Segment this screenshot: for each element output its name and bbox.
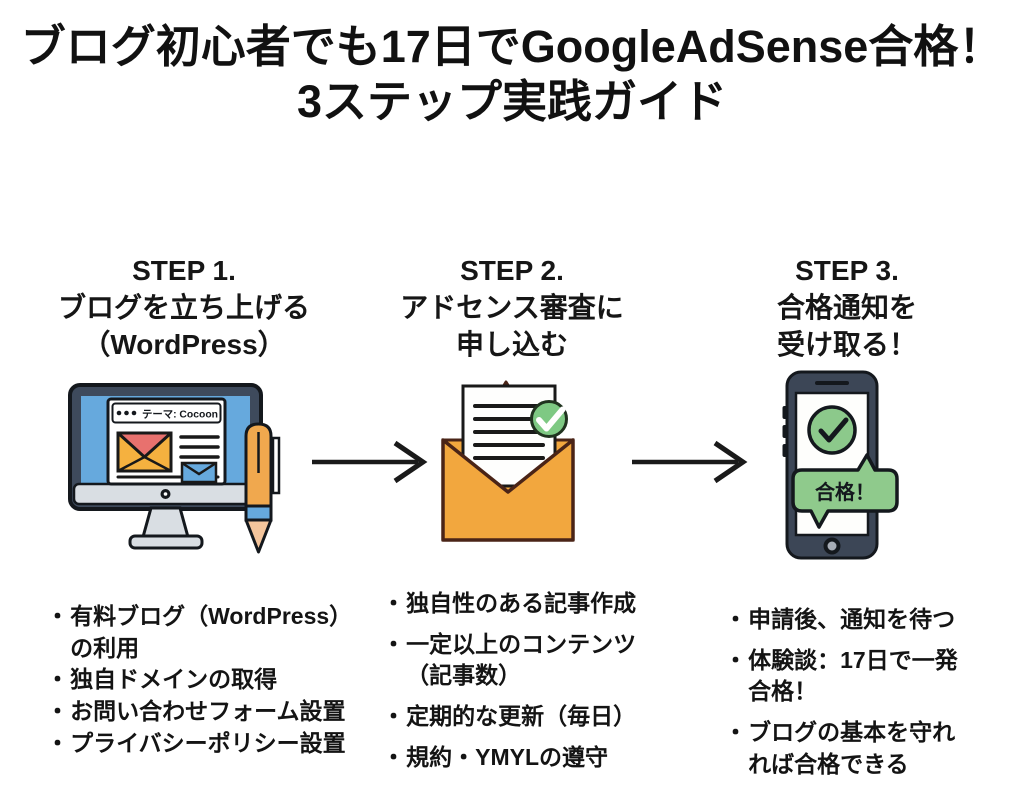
bullet-text: プライバシーポリシー設置: [70, 729, 346, 756]
bullet-dot: ・: [724, 606, 747, 632]
page-title-line-2: 3ステップ実践ガイド: [296, 75, 728, 127]
bullet-dot: ・: [382, 630, 405, 657]
step-3-header: STEP 3. 合格通知を 受け取る！: [737, 252, 957, 364]
bullet-text: 有料ブログ（WordPress）の利用: [70, 603, 353, 661]
bullet-text: ブログの基本を守れれば合格できる: [748, 719, 956, 777]
bullet-text: 体験談：17日で一発合格！: [748, 646, 958, 705]
right-arrow-icon: [630, 438, 758, 486]
bullet-text: 独自性のある記事作成: [406, 590, 637, 616]
side-button-icon: [782, 444, 788, 457]
bullet-dot: ・: [46, 666, 69, 693]
approval-badge-text: 合格！: [815, 480, 875, 504]
list-item: ・申請後、通知を待つ: [724, 604, 976, 636]
bullet-dot: ・: [724, 719, 747, 746]
step-2-subtitle-line: 申し込む: [455, 329, 568, 361]
bullet-text: 一定以上のコンテンツ（記事数）: [406, 630, 637, 689]
list-item: ・独自ドメインの取得: [46, 664, 368, 696]
step-3-heading: STEP 3.: [795, 255, 899, 286]
bullet-text: 申請後、通知を待つ: [748, 606, 956, 632]
browser-dot-icon: [116, 410, 122, 416]
bullet-text: 規約・YMYLの遵守: [406, 743, 609, 770]
right-arrow-icon: [310, 438, 438, 486]
step-2-bullet-list: ・独自性のある記事作成 ・一定以上のコンテンツ（記事数） ・定期的な更新（毎日）…: [382, 588, 674, 774]
bullet-dot: ・: [382, 743, 405, 770]
browser-title-text: テーマ: Cocoon: [142, 409, 218, 421]
step-1-subtitle-line: ブログを立ち上げる: [57, 292, 310, 324]
step-1-bullet-list: ・有料ブログ（WordPress）の利用 ・独自ドメインの取得 ・お問い合わせフ…: [46, 601, 368, 760]
bullet-text: 独自ドメインの取得: [70, 666, 278, 693]
list-item: ・ブログの基本を守れれば合格できる: [724, 717, 976, 780]
monitor-icon: テーマ: Cocoon: [68, 383, 281, 554]
page-title: ブログ初心者でも17日でGoogleAdSense合格！ 3ステップ実践ガイド: [0, 20, 1024, 130]
pen-icon: [244, 422, 281, 554]
bullet-text: お問い合わせフォーム設置: [70, 698, 346, 725]
page-title-line-1: ブログ初心者でも17日でGoogleAdSense合格！: [20, 21, 1004, 72]
step-3-bullet-list: ・申請後、通知を待つ ・体験談：17日で一発合格！ ・ブログの基本を守れれば合格…: [724, 604, 976, 781]
monitor-blog-pen-icon: テーマ: Cocoon: [58, 381, 293, 559]
phone-approval-icon: 合格！: [779, 370, 901, 562]
step-1-heading: STEP 1.: [132, 255, 236, 286]
step-2-heading: STEP 2.: [460, 255, 564, 286]
list-item: ・お問い合わせフォーム設置: [46, 696, 368, 728]
browser-dot-icon: [131, 410, 137, 416]
bullet-dot: ・: [46, 603, 69, 629]
envelope-document-check-icon: [433, 380, 583, 545]
approval-badge: 合格！: [791, 453, 899, 529]
step-1-subtitle-line: （WordPress）: [82, 329, 286, 361]
browser-dot-icon: [124, 410, 129, 416]
check-circle-icon: [530, 400, 568, 438]
bullet-dot: ・: [46, 698, 69, 725]
list-item: ・定期的な更新（毎日）: [382, 701, 674, 733]
bullet-text: 定期的な更新（毎日）: [406, 703, 637, 730]
list-item: ・独自性のある記事作成: [382, 588, 674, 620]
check-circle-icon: [807, 405, 857, 455]
list-item: ・一定以上のコンテンツ（記事数）: [382, 629, 674, 692]
step-2-subtitle-line: アドセンス審査に: [400, 292, 624, 324]
step-1-header: STEP 1. ブログを立ち上げる （WordPress）: [28, 252, 340, 364]
bullet-dot: ・: [382, 703, 405, 730]
step-3-subtitle-line: 合格通知を: [776, 292, 917, 324]
list-item: ・有料ブログ（WordPress）の利用: [46, 601, 368, 664]
bullet-dot: ・: [724, 646, 747, 673]
list-item: ・プライバシーポリシー設置: [46, 728, 368, 760]
side-button-icon: [782, 425, 788, 438]
list-item: ・規約・YMYLの遵守: [382, 742, 674, 774]
step-3-subtitle-line: 受け取る！: [776, 329, 917, 361]
bullet-dot: ・: [382, 590, 405, 616]
step-2-header: STEP 2. アドセンス審査に 申し込む: [372, 252, 652, 364]
bullet-dot: ・: [46, 729, 69, 756]
side-button-icon: [782, 406, 788, 419]
list-item: ・体験談：17日で一発合格！: [724, 645, 976, 708]
